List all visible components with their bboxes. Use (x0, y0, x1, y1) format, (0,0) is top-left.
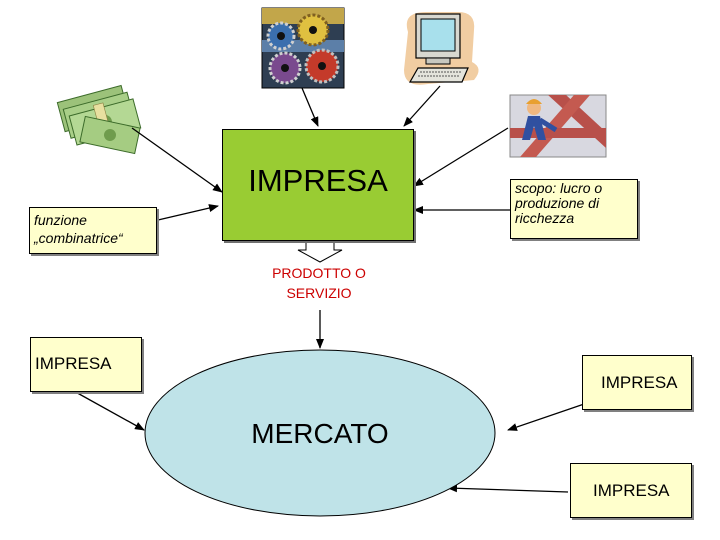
arrow-computer-to-impresa (403, 85, 441, 127)
product-label: PRODOTTO O SERVIZIO (272, 265, 366, 301)
arrows (71, 85, 591, 493)
function-note-text: funzione „combinatrice“ (34, 212, 123, 246)
down-block-arrow (297, 241, 343, 263)
company-center-box: IMPRESA (222, 129, 414, 241)
arrow-bottom-company-to-market (447, 484, 569, 493)
company-left-label: IMPRESA (35, 354, 112, 373)
goal-note: scopo: lucro o produzione di ricchezza (510, 179, 638, 239)
arrow-money-to-impresa (131, 127, 223, 193)
computer-icon (404, 12, 479, 85)
arrow-gears-to-impresa (301, 87, 319, 127)
company-bottom-box: IMPRESA (570, 463, 692, 518)
company-right-box: IMPRESA (582, 355, 692, 410)
company-center-label: IMPRESA (248, 163, 388, 198)
company-left-box: IMPRESA (30, 337, 142, 392)
company-right-label: IMPRESA (601, 373, 678, 392)
goal-note-text: scopo: lucro o produzione di ricchezza (515, 180, 603, 226)
money-icon (56, 84, 142, 155)
company-bottom-label: IMPRESA (593, 481, 670, 500)
market-label: MERCATO (251, 418, 389, 449)
arrow-worker-to-impresa (413, 127, 509, 187)
arrow-function-to-impresa (157, 204, 219, 221)
arrow-left-company-to-market (71, 389, 145, 431)
function-note: funzione „combinatrice“ (29, 207, 157, 254)
gears-icon (261, 7, 345, 89)
market-ellipse (144, 349, 496, 517)
worker-icon (509, 94, 607, 158)
arrow-right-company-to-market (507, 401, 591, 431)
